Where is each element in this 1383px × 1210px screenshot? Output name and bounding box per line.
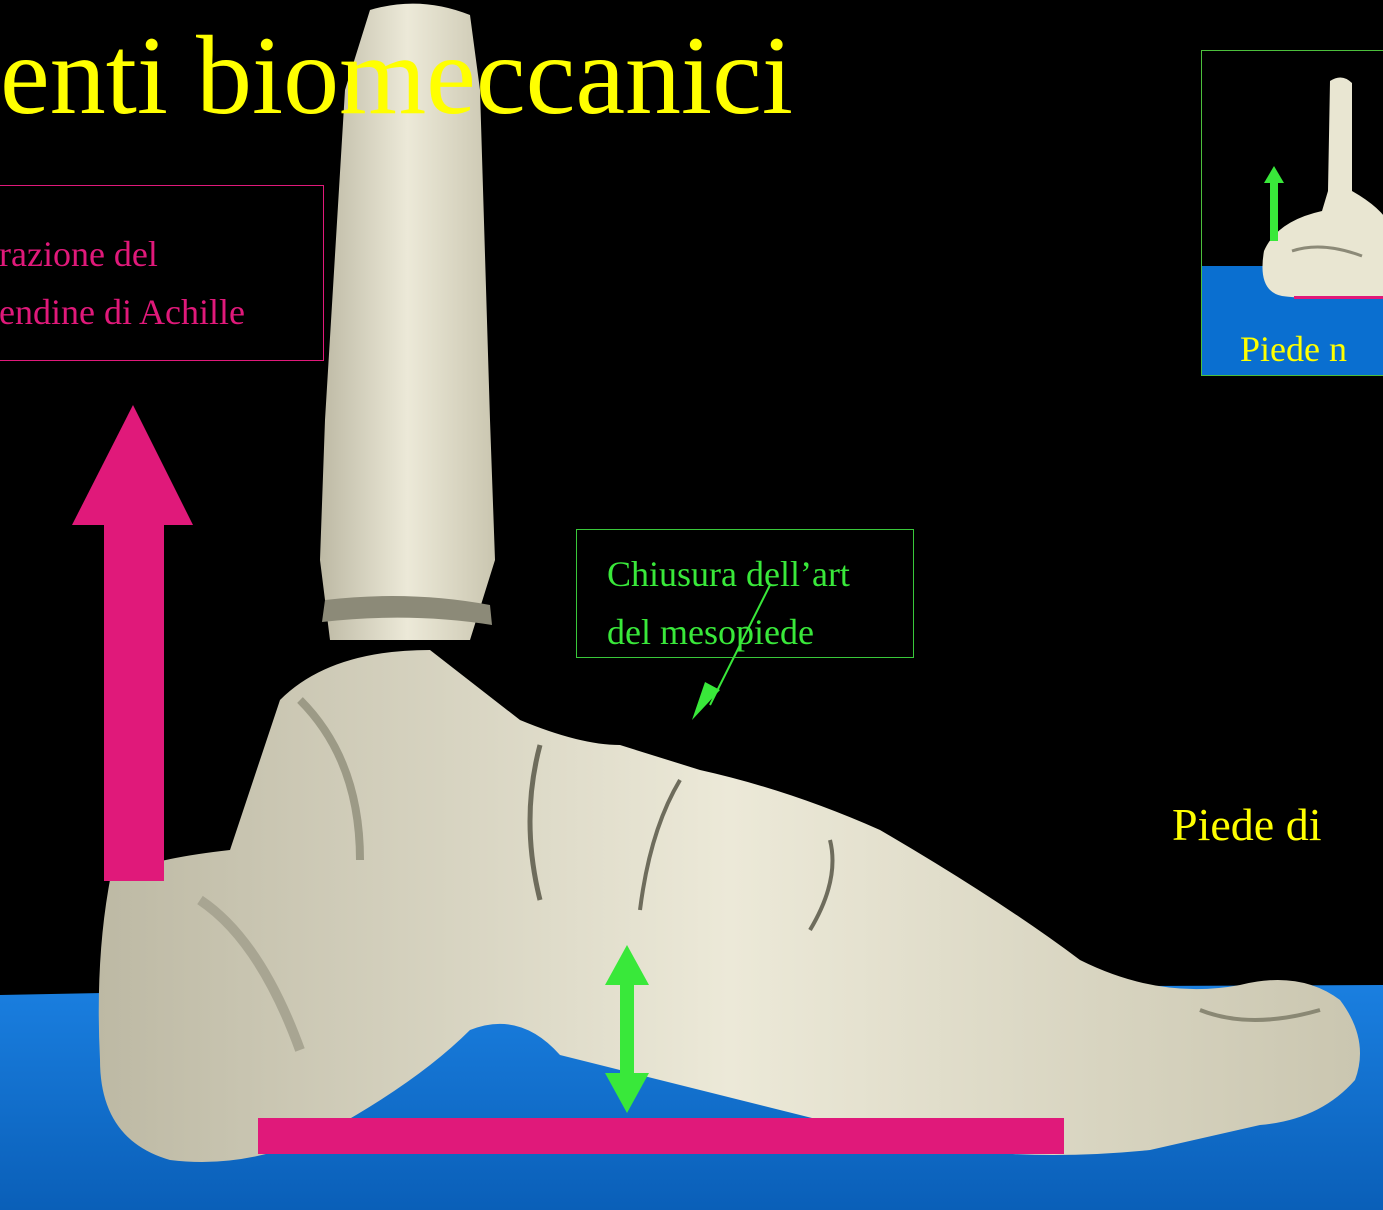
normal-foot-inset: Piede n xyxy=(1201,50,1383,376)
midfoot-label-line2: del mesopiede xyxy=(607,614,814,650)
midfoot-label-box: Chiusura dell’art del mesopiede xyxy=(576,529,914,658)
foot-bone xyxy=(99,650,1360,1162)
tendon-label-line1: razione del xyxy=(0,236,158,272)
midfoot-label-line1: Chiusura dell’art xyxy=(607,556,850,592)
tendon-label-box: razione del endine di Achille xyxy=(0,185,324,361)
inset-caption: Piede n xyxy=(1240,331,1347,367)
arch-baseline-bar xyxy=(258,1118,1064,1154)
side-label: Piede di xyxy=(1172,802,1321,848)
arrow-up-icon xyxy=(72,405,193,881)
slide-title: enti biomeccanici xyxy=(0,20,793,132)
inset-foot-illustration xyxy=(1202,51,1383,376)
tendon-label-line2: endine di Achille xyxy=(0,294,245,330)
